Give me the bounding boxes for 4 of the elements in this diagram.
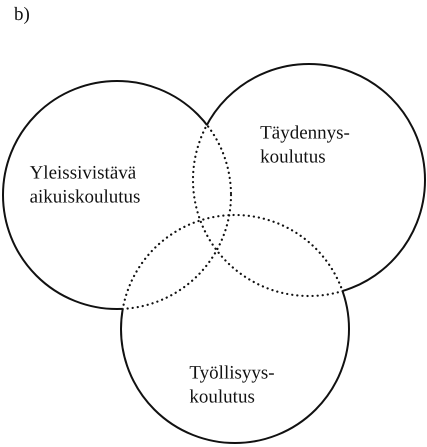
circle-label: Työllisyys- koulutus	[189, 361, 275, 409]
panel-label: b)	[14, 4, 30, 26]
circle-label: Täydennys- koulutus	[260, 121, 350, 169]
circle-label: Yleissivistävä aikuiskoulutus	[30, 161, 140, 209]
